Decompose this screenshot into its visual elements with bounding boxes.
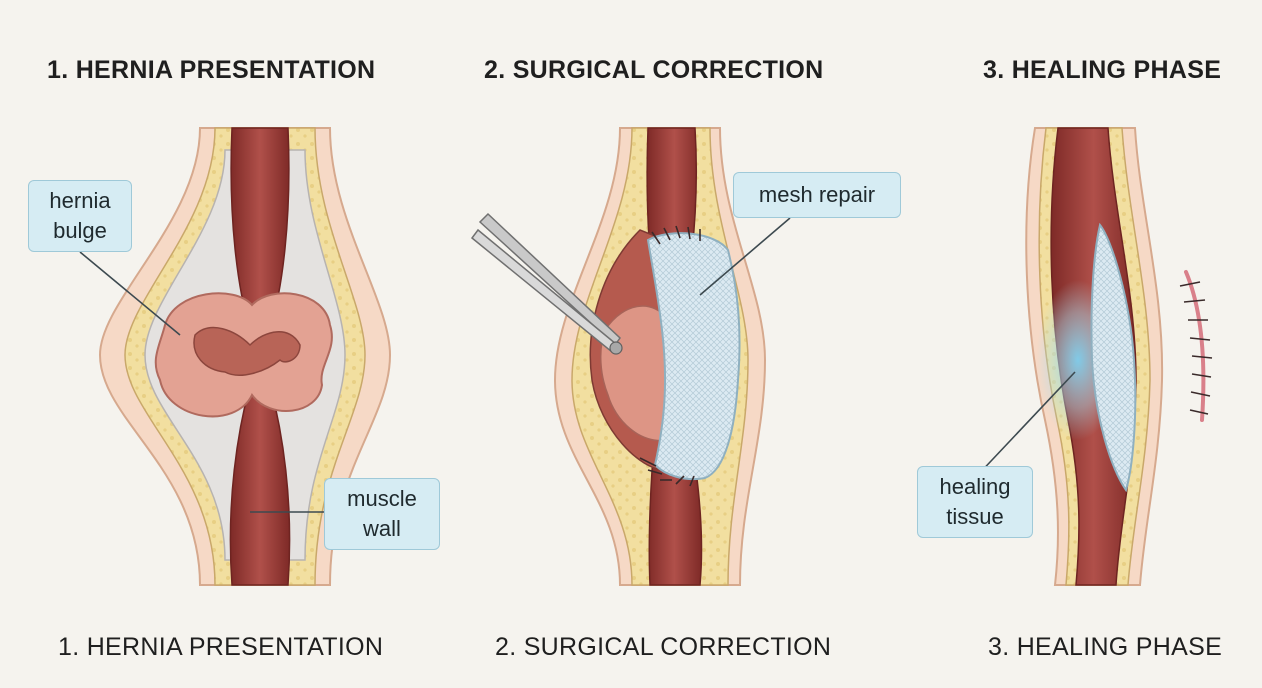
incision-scar	[1186, 272, 1203, 420]
callout-muscle-wall: muscle wall	[324, 478, 440, 550]
panel-3-heading: 3. HEALING PHASE	[983, 56, 1221, 85]
panel-surgical-correction	[472, 128, 765, 585]
panel-1-footer: 1. HERNIA PRESENTATION	[58, 633, 383, 662]
callout-mesh-repair-text: mesh repair	[759, 180, 875, 210]
panel-2-footer: 2. SURGICAL CORRECTION	[495, 633, 831, 662]
panel-3-footer: 3. HEALING PHASE	[988, 633, 1222, 662]
panel-1-heading: 1. HERNIA PRESENTATION	[47, 56, 375, 85]
callout-muscle-wall-line1: muscle	[347, 484, 417, 514]
panel-healing-phase	[1026, 128, 1212, 585]
callout-muscle-wall-line2: wall	[363, 514, 401, 544]
callout-healing-tissue-line2: tissue	[946, 502, 1003, 532]
callout-hernia-bulge: hernia bulge	[28, 180, 132, 252]
panel-2-heading: 2. SURGICAL CORRECTION	[484, 56, 824, 85]
callout-healing-tissue-line1: healing	[940, 472, 1011, 502]
callout-mesh-repair: mesh repair	[733, 172, 901, 218]
callout-hernia-bulge-line1: hernia	[49, 186, 110, 216]
callout-healing-tissue: healing tissue	[917, 466, 1033, 538]
callout-hernia-bulge-line2: bulge	[53, 216, 107, 246]
